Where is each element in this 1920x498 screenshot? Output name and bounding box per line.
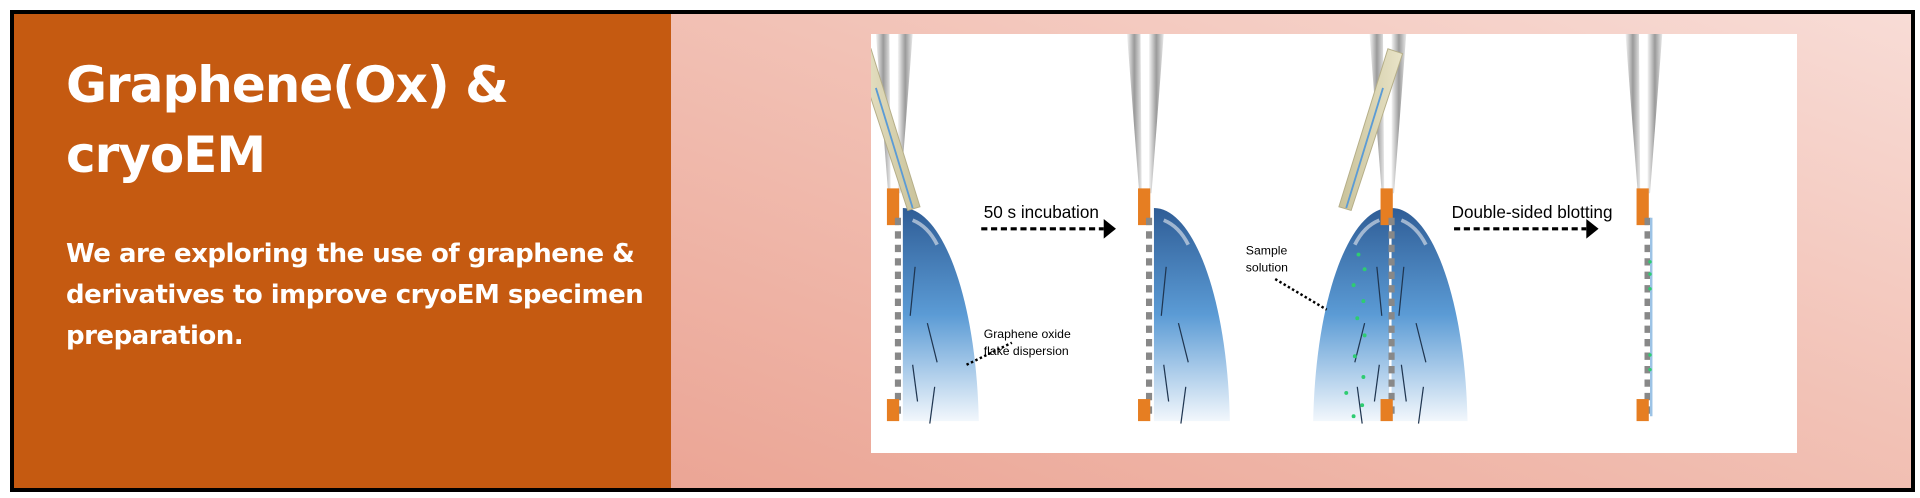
droplet-icon bbox=[1389, 206, 1470, 426]
figure-panel: Graphene oxide flake dispersion 50 s inc… bbox=[671, 14, 1911, 488]
droplet-icon bbox=[1152, 206, 1232, 426]
sample-annotation-line1: Sample bbox=[1246, 244, 1288, 258]
step-1-label: 50 s incubation bbox=[984, 202, 1099, 222]
sample-particles bbox=[1344, 252, 1367, 419]
stage-2-grid bbox=[1127, 34, 1232, 426]
sample-pointer bbox=[1274, 277, 1328, 311]
droplet-icon bbox=[901, 206, 981, 426]
banner-title: Graphene(Ox) & cryoEM bbox=[66, 50, 671, 190]
arrow-right-icon bbox=[981, 219, 1116, 239]
graphene-pointer bbox=[966, 341, 1013, 366]
process-diagram: Graphene oxide flake dispersion 50 s inc… bbox=[871, 34, 1797, 453]
info-panel: Graphene(Ox) & cryoEM We are exploring t… bbox=[14, 14, 671, 488]
tweezers-icon bbox=[1626, 34, 1663, 421]
banner: Graphene(Ox) & cryoEM We are exploring t… bbox=[10, 10, 1915, 492]
arrow-right-icon bbox=[1454, 219, 1599, 239]
diagram-svg: Graphene oxide flake dispersion 50 s inc… bbox=[871, 34, 1797, 426]
stage-3-grid bbox=[1311, 34, 1470, 426]
title-line-2: cryoEM bbox=[66, 126, 266, 184]
stage-1-grid bbox=[871, 34, 981, 426]
banner-description: We are exploring the use of graphene & d… bbox=[66, 239, 644, 351]
title-line-1: Graphene(Ox) & bbox=[66, 56, 509, 114]
stage-4-grid bbox=[1626, 34, 1663, 421]
step-2-label: Double-sided blotting bbox=[1452, 202, 1613, 222]
pipette-icon bbox=[871, 47, 921, 212]
sample-annotation-line2: solution bbox=[1246, 261, 1288, 275]
graphene-annotation-line2: flake dispersion bbox=[984, 344, 1069, 358]
graphene-annotation-line1: Graphene oxide bbox=[984, 327, 1071, 341]
